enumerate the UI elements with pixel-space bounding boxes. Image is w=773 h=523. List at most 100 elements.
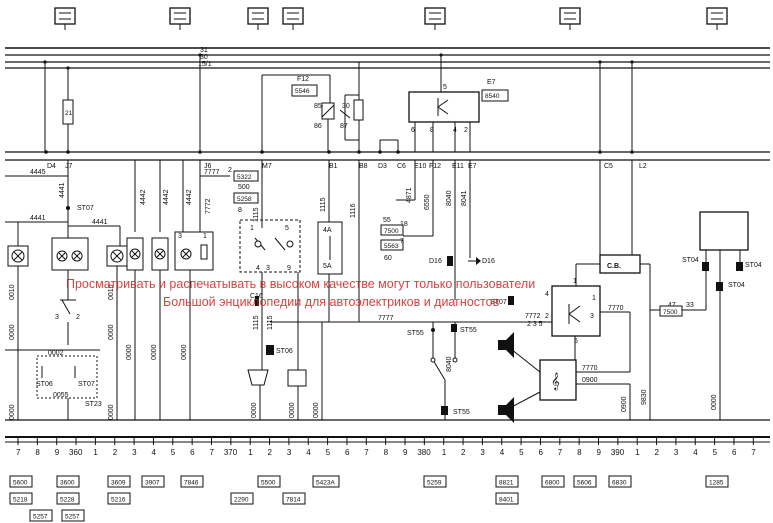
svg-text:0000: 0000 xyxy=(9,324,16,340)
svg-text:60: 60 xyxy=(384,255,392,262)
svg-text:3: 3 xyxy=(266,265,270,272)
scale-number: 6 xyxy=(732,448,737,457)
ref-code-5257: 5257 xyxy=(65,514,80,521)
scale-number: 4 xyxy=(500,448,505,457)
connector-j6: J6 xyxy=(204,163,212,170)
scale-number: 9 xyxy=(403,448,408,457)
connector-d3: D3 xyxy=(378,163,387,170)
svg-text:7770: 7770 xyxy=(582,365,598,372)
st07-1-label: ST07 xyxy=(490,299,507,306)
connector-b1: B1 xyxy=(329,163,338,170)
svg-text:1115: 1115 xyxy=(253,315,260,330)
svg-text:6: 6 xyxy=(411,127,415,134)
svg-text:1115: 1115 xyxy=(267,315,274,330)
left-lamp-section: 4445 4441 ST07 4441 4441 0010 0000 0000 … xyxy=(5,160,128,420)
horn-icon xyxy=(247,369,269,386)
scale-number: 6 xyxy=(345,448,350,457)
scale-number: 1 xyxy=(442,448,447,457)
connector-d4: D4 xyxy=(47,163,56,170)
st06-5: ST06 xyxy=(276,348,293,355)
svg-text:2: 2 xyxy=(545,313,549,320)
bus-31-label: 31 xyxy=(200,47,208,54)
scale-number: 5 xyxy=(171,448,176,457)
svg-text:8041: 8041 xyxy=(461,190,468,206)
relay-section: 1115 8 1 5 4 3 9 C16 1115 1115 ST06 0000… xyxy=(238,160,495,420)
svg-text:5322: 5322 xyxy=(237,174,252,181)
audio-icon xyxy=(559,7,581,30)
scale-number: 1 xyxy=(248,448,253,457)
bus-15-label: 15/1 xyxy=(198,61,212,68)
st04-1-label: ST04 xyxy=(745,262,762,269)
svg-text:4A: 4A xyxy=(323,227,332,234)
svg-text:7772: 7772 xyxy=(205,198,212,214)
scale-number: 8 xyxy=(35,448,40,457)
ref-code-5606: 5606 xyxy=(577,480,592,487)
radio-unit xyxy=(539,359,577,401)
svg-text:6550: 6550 xyxy=(424,194,431,210)
ref-code-5257: 5257 xyxy=(33,514,48,521)
connector-f12: F12 xyxy=(429,163,441,170)
ref-code-8401: 8401 xyxy=(499,497,514,504)
st23-5: ST23 xyxy=(85,401,102,408)
ref-code-1285: 1285 xyxy=(709,480,724,487)
svg-text:0002: 0002 xyxy=(48,350,64,357)
st04-2-label: ST04 xyxy=(728,282,745,289)
st55-3-label: ST55 xyxy=(460,327,477,334)
connector-row: D4 J7 J6 M7 B1 B8 D3 C6 E10 F12 E11 E7 C… xyxy=(5,150,770,170)
svg-text:0000: 0000 xyxy=(289,402,296,418)
scale-number: 380 xyxy=(417,448,431,457)
svg-text:5258: 5258 xyxy=(237,196,252,203)
d16-label-b: D16 xyxy=(482,258,495,265)
svg-text:1: 1 xyxy=(573,278,577,285)
svg-text:1: 1 xyxy=(250,225,254,232)
svg-text:0000: 0000 xyxy=(151,344,158,360)
svg-text:4442: 4442 xyxy=(140,189,147,205)
scale-number: 9 xyxy=(597,448,602,457)
code-5563 xyxy=(380,239,404,251)
ref-code-5216: 5216 xyxy=(111,497,126,504)
svg-text:1116: 1116 xyxy=(350,203,357,218)
svg-text:7: 7 xyxy=(400,238,404,245)
svg-text:0000: 0000 xyxy=(126,344,133,360)
ground-bus xyxy=(5,419,770,443)
climate-icon xyxy=(706,7,728,30)
connector-l2: L2 xyxy=(639,163,647,170)
scale-number: 1 xyxy=(635,448,640,457)
wiper-module xyxy=(408,91,480,123)
ref-code-3600: 3600 xyxy=(60,480,75,487)
svg-text:2: 2 xyxy=(228,167,232,174)
svg-text:0000: 0000 xyxy=(108,324,115,340)
ref-code-8821: 8821 xyxy=(499,480,514,487)
svg-text:0000: 0000 xyxy=(313,402,320,418)
scale-number: 2 xyxy=(655,448,660,457)
st06-11: ST06 xyxy=(36,381,53,388)
svg-text:2: 2 xyxy=(464,127,468,134)
ref-code-6830: 6830 xyxy=(612,480,627,487)
climate-section: ST04 ST04 ST04 47 33 7500 0000 xyxy=(650,211,762,420)
ref-code-6800: 6800 xyxy=(545,480,560,487)
watermark-line-1: Просматривать и распечатывать в высоком … xyxy=(66,277,535,291)
st55-1-label: ST55 xyxy=(407,330,424,337)
svg-text:0010: 0010 xyxy=(108,284,115,300)
ref-code-3609: 3609 xyxy=(111,480,126,487)
connector-m7: M7 xyxy=(262,163,272,170)
scale-number: 9 xyxy=(55,448,60,457)
svg-text:4441: 4441 xyxy=(92,219,108,226)
code-5258 xyxy=(233,192,259,204)
bus-30-label: 30 xyxy=(200,54,208,61)
code-7500-b xyxy=(659,305,683,317)
scale-number: 5 xyxy=(713,448,718,457)
audio-section: C.B. 9830 1 4 2 3 5 7772 2 3 5 1 7770 ST… xyxy=(490,160,651,423)
connector-c5: C5 xyxy=(604,163,613,170)
svg-text:8040: 8040 xyxy=(446,190,453,206)
svg-text:5: 5 xyxy=(574,338,578,345)
code-5322 xyxy=(233,170,259,182)
ref-code-5423a: 5423A xyxy=(316,480,335,487)
ref-code-5218: 5218 xyxy=(13,497,28,504)
watermark-line-2: Большой энциклопедии для автоэлектриков … xyxy=(163,295,500,309)
svg-text:500: 500 xyxy=(238,184,250,191)
audio-note-icon: 𝄞 xyxy=(551,372,560,390)
svg-text:8: 8 xyxy=(238,207,242,214)
